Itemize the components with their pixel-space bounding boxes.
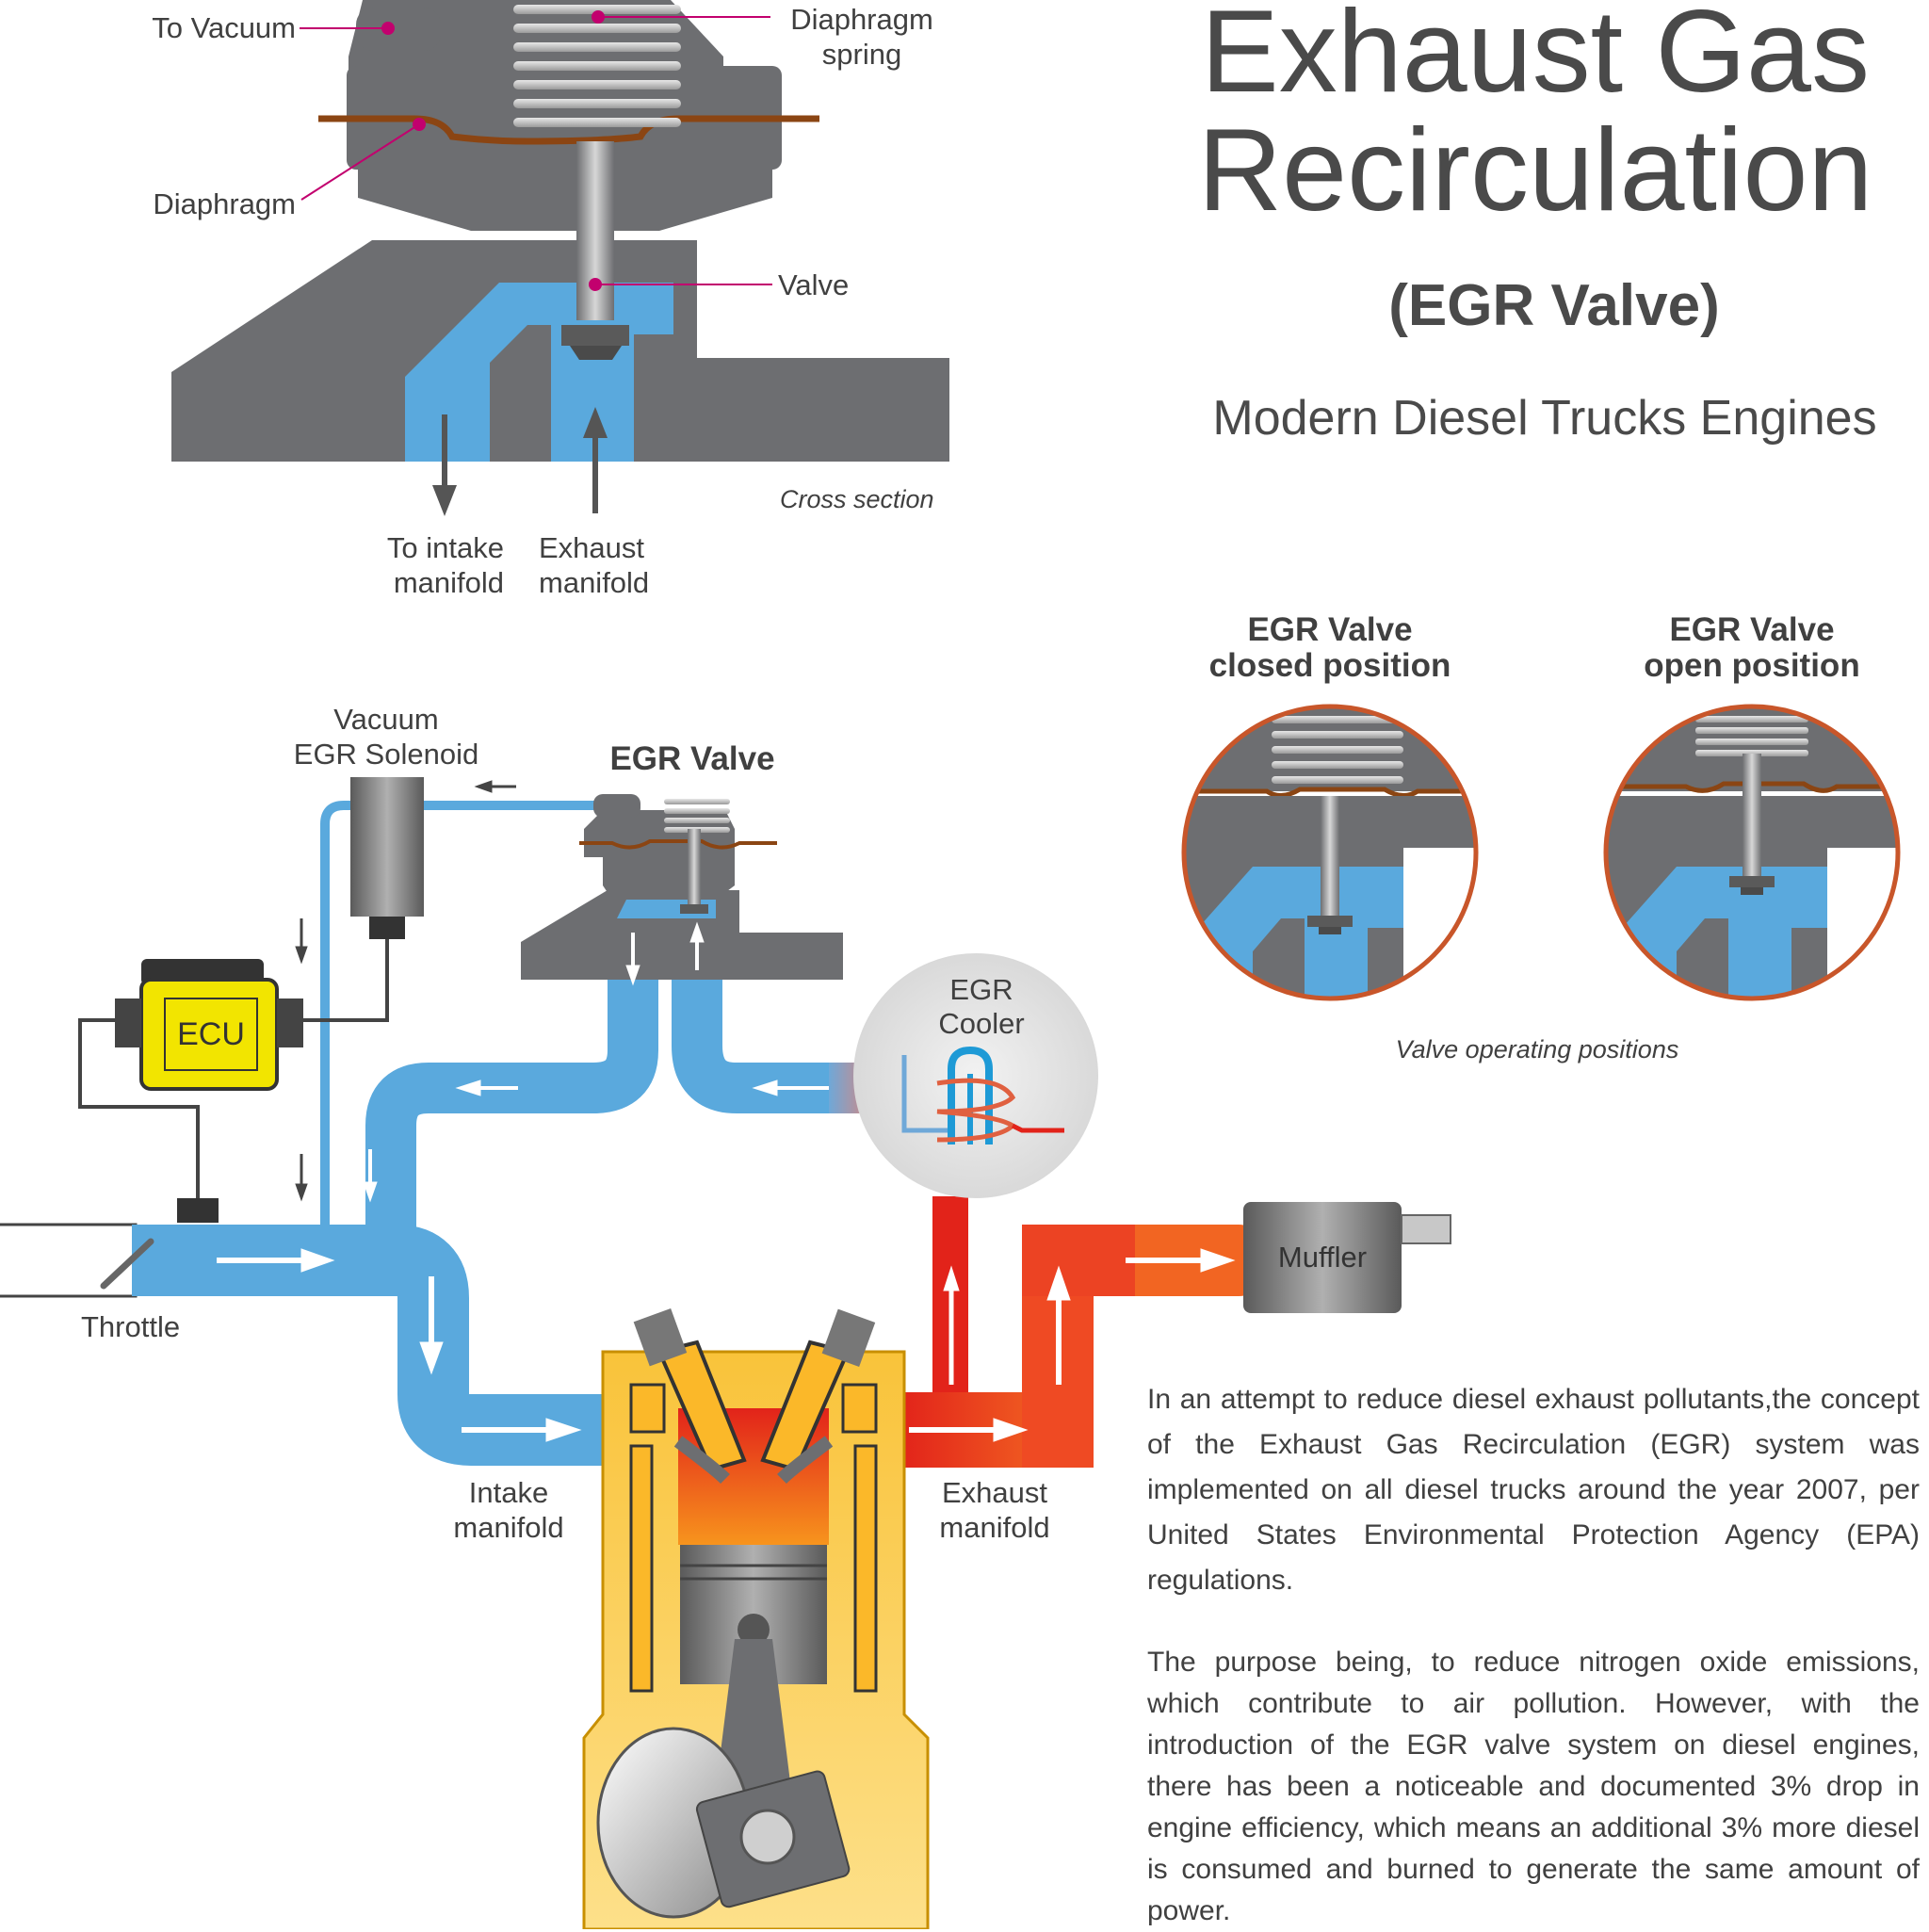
label-exhaust-manifold-2: manifold — [939, 1511, 1050, 1544]
title-line-2: Recirculation — [1197, 106, 1873, 235]
flow-arrow-up — [583, 407, 608, 513]
open-position-circle — [1603, 704, 1901, 1001]
label-muffler: Muffler — [1277, 1241, 1368, 1274]
throttle-sensor — [177, 1198, 219, 1223]
vacuum-port — [356, 8, 441, 51]
diaphragm-spring — [513, 5, 681, 127]
label-intake-manifold-2: manifold — [453, 1511, 564, 1544]
label-to-intake-2: manifold — [393, 566, 504, 599]
label-egr-cooler-2: Cooler — [938, 1007, 1025, 1040]
ecu-box — [115, 959, 303, 1091]
valve-stem — [576, 141, 614, 320]
label-diaphragm-spring-2: spring — [821, 38, 902, 71]
label-to-vacuum: To Vacuum — [152, 11, 296, 44]
label-closed-1: EGR Valve — [1247, 611, 1413, 648]
throttle-body — [0, 1223, 138, 1298]
leader-lines — [300, 10, 772, 291]
intake-pipes — [132, 801, 852, 1466]
label-diaphragm-spring-1: Diaphragm — [790, 3, 933, 36]
caption-cross-section: Cross section — [780, 485, 934, 513]
description-paragraph-1: In an attempt to reduce diesel exhaust p… — [1147, 1384, 1920, 1596]
label-to-intake-1: To intake — [386, 531, 504, 564]
exhaust-valve — [760, 1308, 876, 1485]
label-vacuum-solenoid-2: EGR Solenoid — [293, 738, 479, 771]
throttle-plate — [100, 1238, 154, 1290]
egr-valve-small — [521, 794, 843, 980]
engine-block — [582, 1350, 930, 1929]
label-diaphragm: Diaphragm — [153, 187, 296, 220]
label-exhaust-manifold-1: Exhaust — [941, 1476, 1047, 1509]
label-vacuum-solenoid-1: Vacuum — [333, 703, 439, 736]
closed-position-circle — [1181, 704, 1479, 1001]
label-intake-manifold-1: Intake — [468, 1476, 549, 1509]
intake-valve — [633, 1307, 747, 1485]
ecu-wiring — [78, 939, 389, 1201]
muffler — [1243, 1202, 1451, 1313]
flow-arrow-down — [432, 414, 457, 516]
label-closed-2: closed position — [1208, 647, 1451, 684]
tagline: Modern Diesel Trucks Engines — [1212, 391, 1877, 446]
label-valve: Valve — [778, 268, 850, 301]
label-exhaust-manifold-top-2: manifold — [539, 566, 650, 599]
caption-positions: Valve operating positions — [1395, 1035, 1679, 1063]
label-exhaust-manifold-top-1: Exhaust — [539, 531, 645, 564]
subtitle: (EGR Valve) — [1388, 273, 1720, 338]
description-paragraph-2: The purpose being, to reduce nitrogen ox… — [1147, 1647, 1920, 1926]
label-throttle: Throttle — [81, 1310, 181, 1343]
title-line-1: Exhaust Gas — [1201, 0, 1870, 117]
label-egr-cooler-1: EGR — [949, 973, 1013, 1006]
signal-arrows — [295, 780, 516, 1202]
label-ecu: ECU — [177, 1016, 245, 1052]
flow-arrows — [217, 921, 1236, 1442]
vacuum-solenoid — [350, 777, 424, 939]
diaphragm-line — [318, 115, 819, 145]
egr-cooler — [853, 953, 1098, 1198]
cross-section-valve — [171, 0, 949, 516]
label-open-1: EGR Valve — [1669, 611, 1835, 648]
label-egr-valve: EGR Valve — [609, 740, 775, 777]
label-open-2: open position — [1644, 647, 1860, 684]
